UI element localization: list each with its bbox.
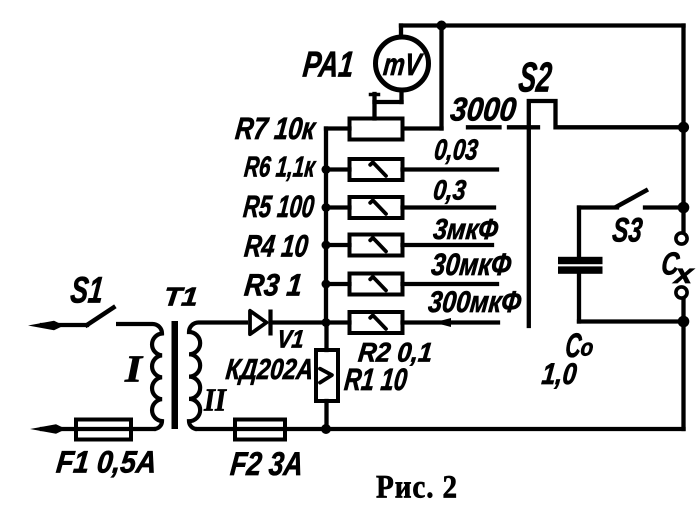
- svg-text:R3 1: R3 1: [243, 268, 304, 303]
- svg-text:1,0: 1,0: [540, 358, 578, 391]
- svg-text:R2 0,1: R2 0,1: [357, 337, 434, 368]
- svg-text:o: o: [579, 335, 594, 362]
- svg-text:C: C: [660, 246, 682, 282]
- svg-text:R4 10: R4 10: [243, 229, 310, 264]
- svg-text:Рис. 2: Рис. 2: [376, 470, 458, 506]
- svg-text:F2 3A: F2 3A: [229, 446, 305, 483]
- svg-text:3мкФ: 3мкФ: [432, 214, 500, 246]
- svg-text:R1 10: R1 10: [343, 362, 409, 397]
- svg-text:PA1: PA1: [301, 44, 356, 85]
- svg-text:S3: S3: [611, 212, 645, 250]
- svg-text:R6 1,1к: R6 1,1к: [243, 152, 318, 184]
- svg-text:30мкФ: 30мкФ: [430, 247, 514, 282]
- svg-text:S1: S1: [69, 269, 106, 311]
- svg-text:mV: mV: [382, 47, 425, 82]
- svg-text:C: C: [564, 327, 584, 365]
- svg-text:S2: S2: [517, 54, 554, 101]
- svg-text:0,03: 0,03: [433, 135, 480, 167]
- svg-text:F1 0,5A: F1 0,5A: [55, 445, 159, 480]
- svg-text:T1: T1: [162, 282, 199, 312]
- svg-text:R5 100: R5 100: [242, 189, 316, 224]
- svg-text:300мкФ: 300мкФ: [427, 286, 523, 319]
- svg-text:3000: 3000: [449, 92, 519, 129]
- svg-text:V1: V1: [276, 326, 305, 354]
- svg-text:R7 10к: R7 10к: [234, 111, 319, 146]
- svg-text:II: II: [203, 382, 227, 418]
- svg-text:I: I: [124, 349, 144, 391]
- svg-text:КД202А: КД202А: [224, 354, 315, 386]
- svg-text:0,3: 0,3: [432, 175, 468, 206]
